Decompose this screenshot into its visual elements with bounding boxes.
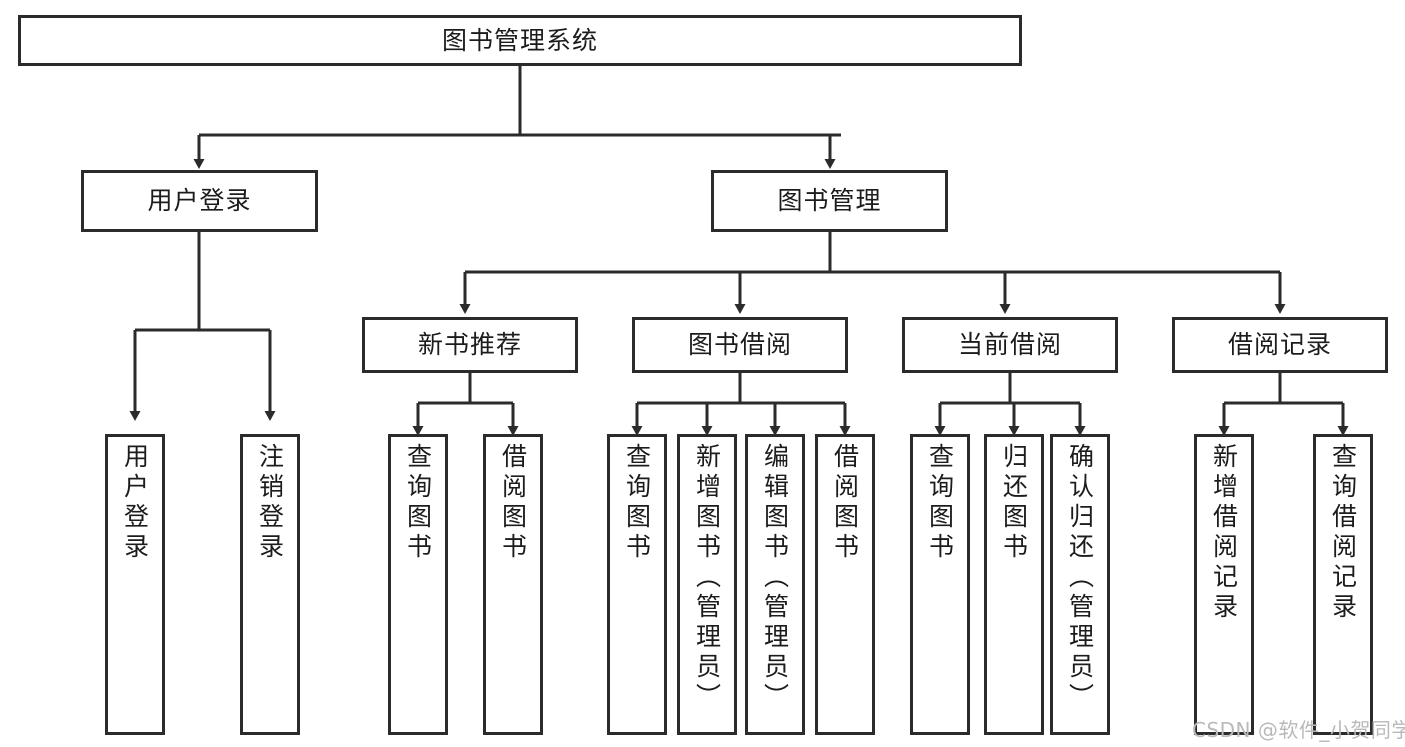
node-book-management[interactable]: 图书管理 [711, 170, 948, 232]
node-leaf-add-book-admin[interactable]: 新增图书（管理员） [677, 434, 737, 735]
node-leaf-confirm-return-admin[interactable]: 确认归还（管理员） [1050, 434, 1110, 735]
node-leaf-add-borrow-record[interactable]: 新增借阅记录 [1194, 434, 1254, 735]
node-label: 图书管理 [777, 186, 882, 216]
node-label: 查询图书 [622, 443, 652, 563]
csdn-watermark: CSDN @软件_小贺同学 [1192, 718, 1405, 742]
node-current-borrow[interactable]: 当前借阅 [902, 317, 1118, 373]
node-leaf-return-book[interactable]: 归还图书 [984, 434, 1044, 735]
edge-book-borrow-to-leaves [631, 373, 851, 436]
node-leaf-logout-login[interactable]: 注销登录 [240, 434, 300, 735]
node-label: 用户登录 [147, 186, 252, 216]
node-leaf-user-login[interactable]: 用户登录 [105, 434, 165, 735]
node-new-book-recommend[interactable]: 新书推荐 [362, 317, 578, 373]
node-label: 查询图书 [925, 443, 955, 563]
node-label: 图书管理系统 [441, 25, 598, 55]
node-root-book-management-system[interactable]: 图书管理系统 [18, 15, 1022, 66]
node-label: 用户登录 [120, 443, 150, 563]
node-leaf-edit-book-admin[interactable]: 编辑图书（管理员） [745, 434, 805, 735]
node-label: 编辑图书（管理员） [760, 443, 790, 713]
node-label: 归还图书 [999, 443, 1029, 563]
node-label: 确认归还（管理员） [1065, 443, 1095, 713]
node-label: 新增借阅记录 [1209, 443, 1239, 623]
node-label: 图书借阅 [687, 330, 792, 360]
edge-current-borrow-to-leaves [934, 373, 1086, 436]
edge-user-login-to-leaves [129, 232, 276, 421]
node-book-borrow[interactable]: 图书借阅 [632, 317, 848, 373]
node-label: 借阅记录 [1227, 330, 1332, 360]
node-borrow-record[interactable]: 借阅记录 [1172, 317, 1388, 373]
edge-book-management-to-level3 [459, 232, 1286, 314]
node-label: 新增图书（管理员） [692, 443, 722, 713]
node-leaf-query-book-3[interactable]: 查询图书 [910, 434, 970, 735]
node-label: 当前借阅 [957, 330, 1062, 360]
node-leaf-query-book-2[interactable]: 查询图书 [607, 434, 667, 735]
node-label: 借阅图书 [498, 443, 528, 563]
edge-borrow-record-to-leaves [1218, 373, 1349, 436]
node-label: 查询图书 [403, 443, 433, 563]
node-label: 新书推荐 [417, 330, 522, 360]
node-leaf-borrow-book-1[interactable]: 借阅图书 [483, 434, 543, 735]
node-leaf-borrow-book-2[interactable]: 借阅图书 [815, 434, 875, 735]
node-label: 注销登录 [255, 443, 285, 563]
edge-new-book-recommend-to-leaves [412, 373, 519, 436]
node-leaf-query-borrow-record[interactable]: 查询借阅记录 [1313, 434, 1373, 735]
node-label: 借阅图书 [830, 443, 860, 563]
node-label: 查询借阅记录 [1328, 443, 1358, 623]
node-user-login[interactable]: 用户登录 [81, 170, 318, 232]
edge-root-to-level2 [193, 66, 841, 169]
node-leaf-query-book-1[interactable]: 查询图书 [388, 434, 448, 735]
